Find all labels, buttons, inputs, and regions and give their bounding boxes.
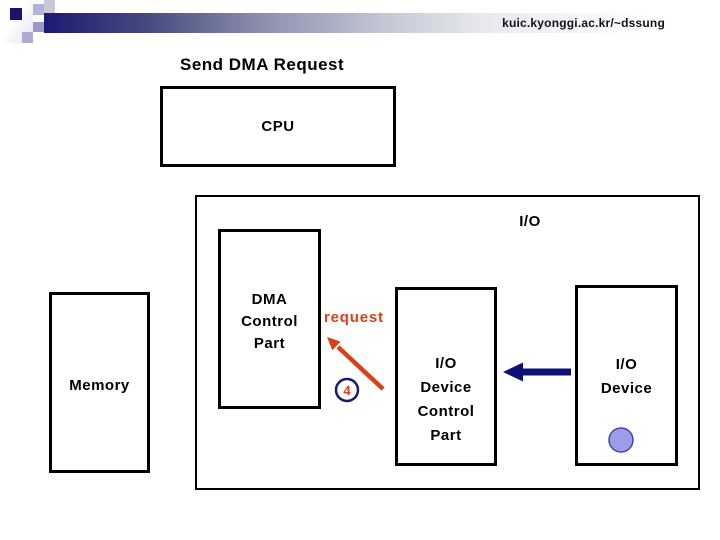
- slide-title: Send DMA Request: [180, 55, 345, 74]
- memory-box: Memory: [49, 292, 150, 473]
- decor-square-lavender-mid: [33, 22, 44, 32]
- io-subsystem-label: I/O: [519, 213, 541, 230]
- header-gradient-bar: [44, 13, 720, 33]
- site-url-text: kuic.kyonggi.ac.kr/~dssung: [502, 16, 665, 30]
- decor-square-navy: [10, 8, 22, 20]
- decor-square-lavender-bottom: [22, 32, 33, 43]
- decor-square-gray: [44, 0, 55, 13]
- io-subsystem-box: [195, 195, 700, 490]
- cpu-box: CPU: [160, 86, 396, 167]
- io-device-control-part-box: I/O Device Control Part: [395, 287, 497, 466]
- io-device-box: I/O Device: [575, 285, 678, 466]
- dma-control-part-box: DMA Control Part: [218, 229, 321, 409]
- request-label: request: [324, 309, 384, 326]
- decor-square-lavender-top: [33, 4, 44, 15]
